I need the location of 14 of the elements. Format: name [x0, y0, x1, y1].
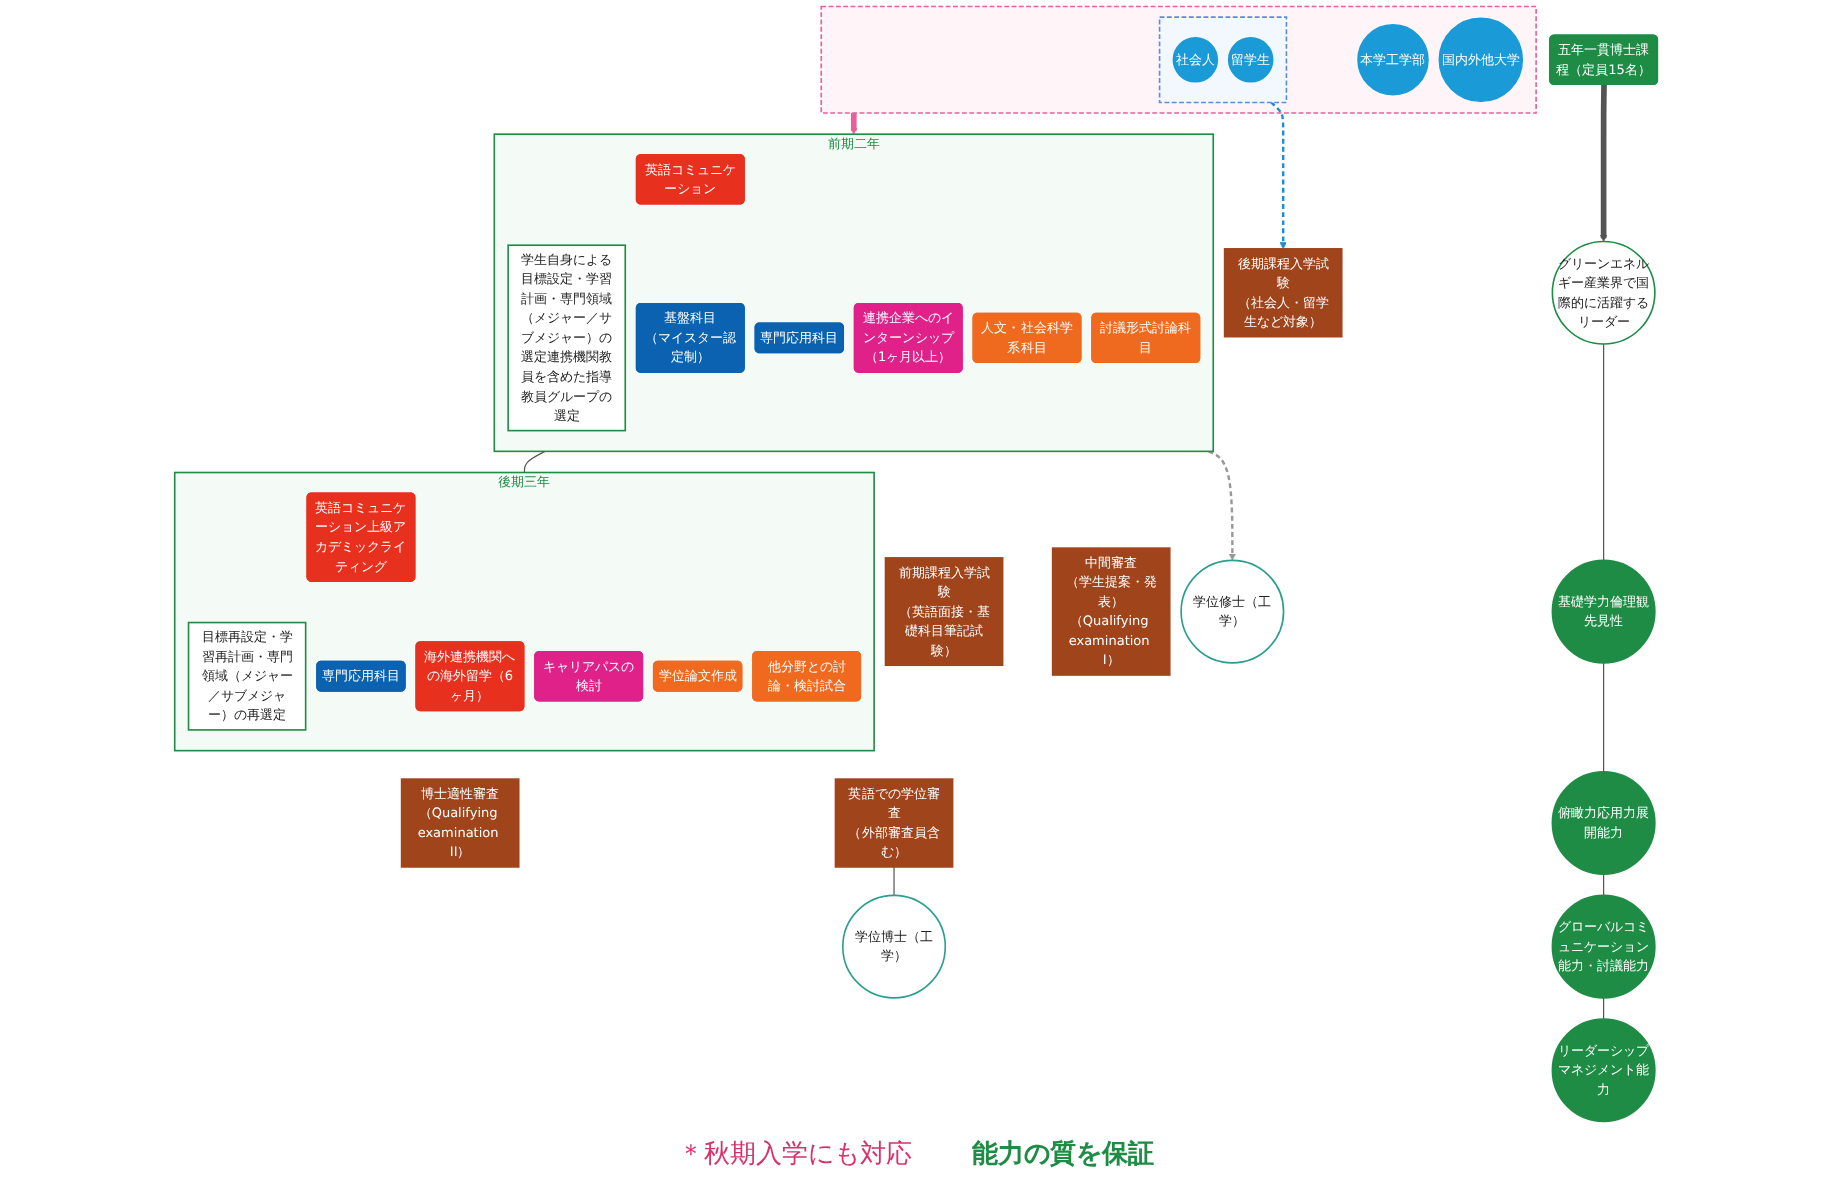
connector: [1603, 343, 1605, 561]
connector: [1603, 997, 1605, 1020]
arrow: [1270, 101, 1287, 250]
arrow: [1600, 84, 1608, 242]
cluster: [1158, 16, 1288, 104]
connector: [893, 866, 895, 896]
arrow: [1208, 450, 1236, 561]
footnote: ＊秋期入学にも対応: [678, 1138, 912, 1172]
note: 能力の質を保証: [972, 1137, 1154, 1172]
arrow: [850, 111, 858, 135]
cluster: [820, 5, 1537, 114]
connector: [1603, 662, 1605, 773]
connector: [523, 450, 546, 474]
connector: [1603, 873, 1605, 896]
